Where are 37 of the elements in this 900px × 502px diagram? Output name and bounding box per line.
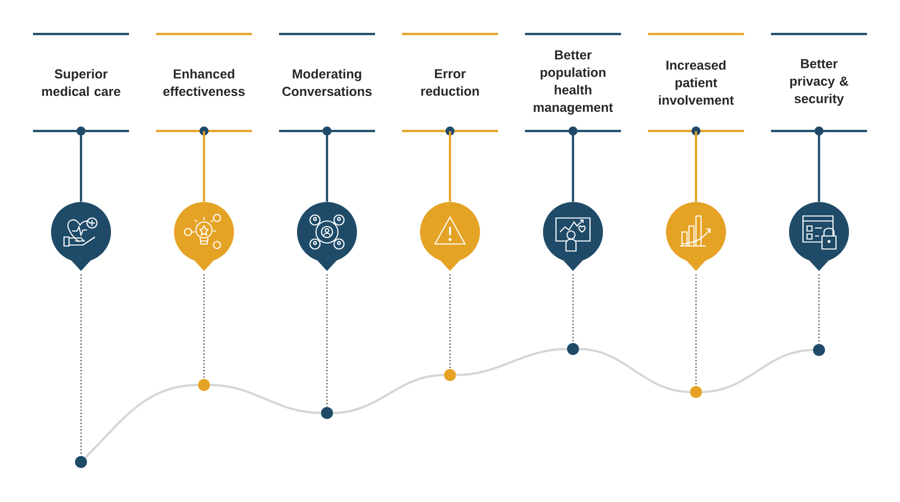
timeline-dot bbox=[198, 379, 210, 391]
timeline-heading: Superior medical care bbox=[33, 32, 129, 136]
connector bbox=[202, 131, 206, 202]
timeline-dot bbox=[444, 369, 456, 381]
timeline-heading: Error reduction bbox=[402, 32, 498, 136]
pin-icon bbox=[51, 202, 111, 271]
pin-icon bbox=[543, 202, 603, 271]
pin-icon bbox=[420, 202, 480, 271]
connector bbox=[84, 384, 198, 458]
timeline-dot bbox=[75, 456, 87, 468]
connector bbox=[80, 274, 82, 456]
connector bbox=[326, 274, 328, 407]
pin-icon bbox=[174, 202, 234, 271]
connector bbox=[210, 384, 321, 414]
pin-icon bbox=[666, 202, 726, 271]
pin-icon bbox=[297, 202, 357, 271]
timeline-heading: Enhanced effectiveness bbox=[156, 32, 252, 136]
connector bbox=[448, 131, 452, 202]
timeline-dot bbox=[321, 407, 333, 419]
connector bbox=[694, 131, 698, 202]
connector bbox=[818, 274, 820, 344]
timeline-dot bbox=[813, 344, 825, 356]
connector bbox=[449, 274, 451, 369]
connector bbox=[456, 348, 567, 376]
connector bbox=[203, 274, 205, 379]
connector bbox=[702, 348, 813, 394]
connector bbox=[579, 348, 690, 394]
timeline-dot bbox=[690, 386, 702, 398]
connector bbox=[572, 274, 574, 343]
timeline-dot bbox=[567, 343, 579, 355]
timeline-heading: Moderating Conversations bbox=[279, 32, 375, 136]
timeline-heading: Better privacy & security bbox=[771, 32, 867, 136]
connector bbox=[695, 274, 697, 386]
timeline-heading: Better population health management bbox=[525, 32, 621, 136]
connector bbox=[333, 374, 444, 414]
timeline-heading: Increased patient involvement bbox=[648, 32, 744, 136]
pin-icon bbox=[789, 202, 849, 271]
